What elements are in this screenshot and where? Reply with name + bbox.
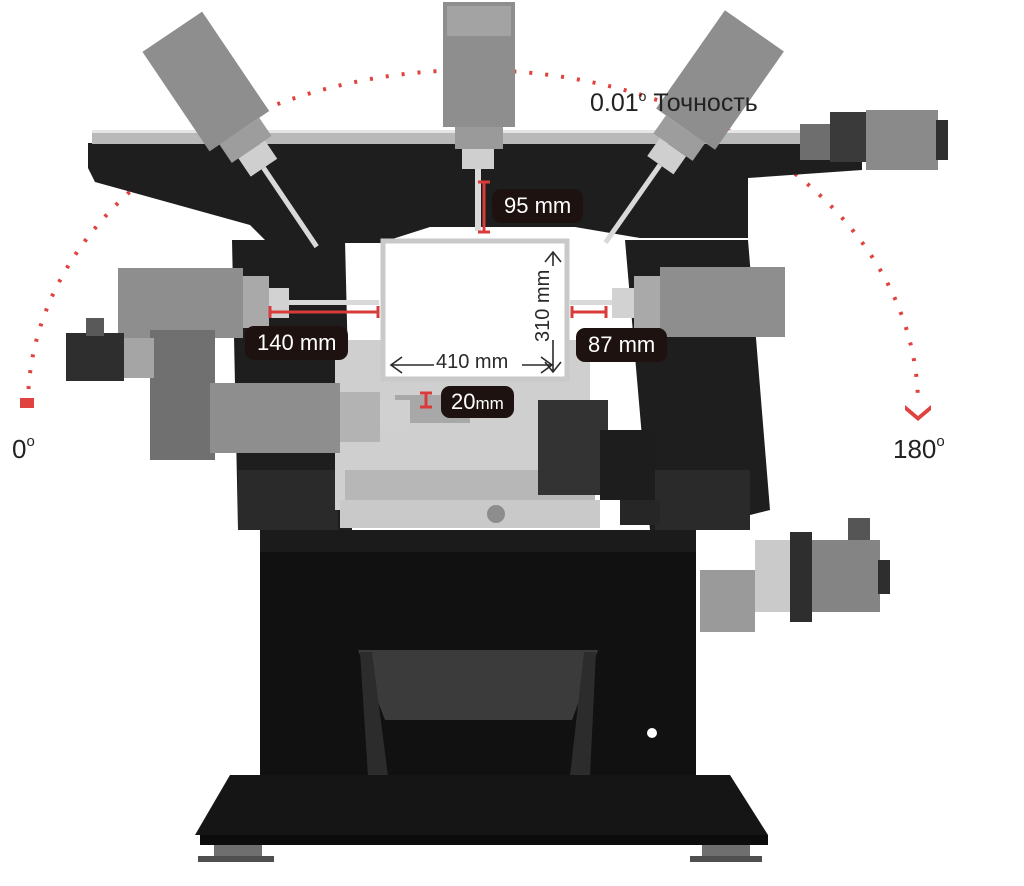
- accuracy-degree: o: [638, 88, 647, 104]
- accuracy-text: Точность: [653, 89, 758, 117]
- machine-feet: [198, 845, 762, 862]
- accuracy-label: 0.01o Точность: [590, 88, 758, 118]
- right-stroke-badge: 87 mm: [576, 328, 668, 362]
- spindle-head-icon: [210, 383, 410, 453]
- angle-end-label: 180o: [893, 433, 945, 465]
- lower-stroke-badge: 20mm: [441, 386, 514, 418]
- lower-stroke-unit: mm: [475, 394, 504, 413]
- left-stroke-badge: 140 mm: [245, 326, 349, 360]
- lower-stroke-value: 20: [451, 389, 476, 414]
- table-height-label: 310 mm: [532, 269, 554, 342]
- spindle-head-icon: [570, 267, 785, 337]
- angle-end-degree: o: [936, 433, 945, 450]
- machine-base: [195, 530, 768, 845]
- accuracy-value: 0.01: [590, 89, 639, 117]
- dimension-arrow-icon: [389, 250, 562, 374]
- motor-icon: [800, 110, 948, 170]
- angle-start-degree: o: [26, 433, 35, 450]
- angle-start-value: 0: [12, 434, 27, 464]
- angle-start-label: 0o: [12, 433, 35, 465]
- spindle-head-icon: [603, 10, 784, 245]
- table-width-label: 410 mm: [436, 351, 509, 373]
- motor-icon: [66, 318, 215, 460]
- spindle-head-icon: [443, 2, 515, 231]
- angle-end-value: 180: [893, 434, 937, 464]
- top-stroke-badge: 95 mm: [492, 189, 584, 223]
- spindle-head-icon: [142, 11, 319, 249]
- workspace-box: [380, 238, 570, 382]
- dimension-arrow-icon: [268, 180, 608, 409]
- motor-icon: [700, 518, 890, 632]
